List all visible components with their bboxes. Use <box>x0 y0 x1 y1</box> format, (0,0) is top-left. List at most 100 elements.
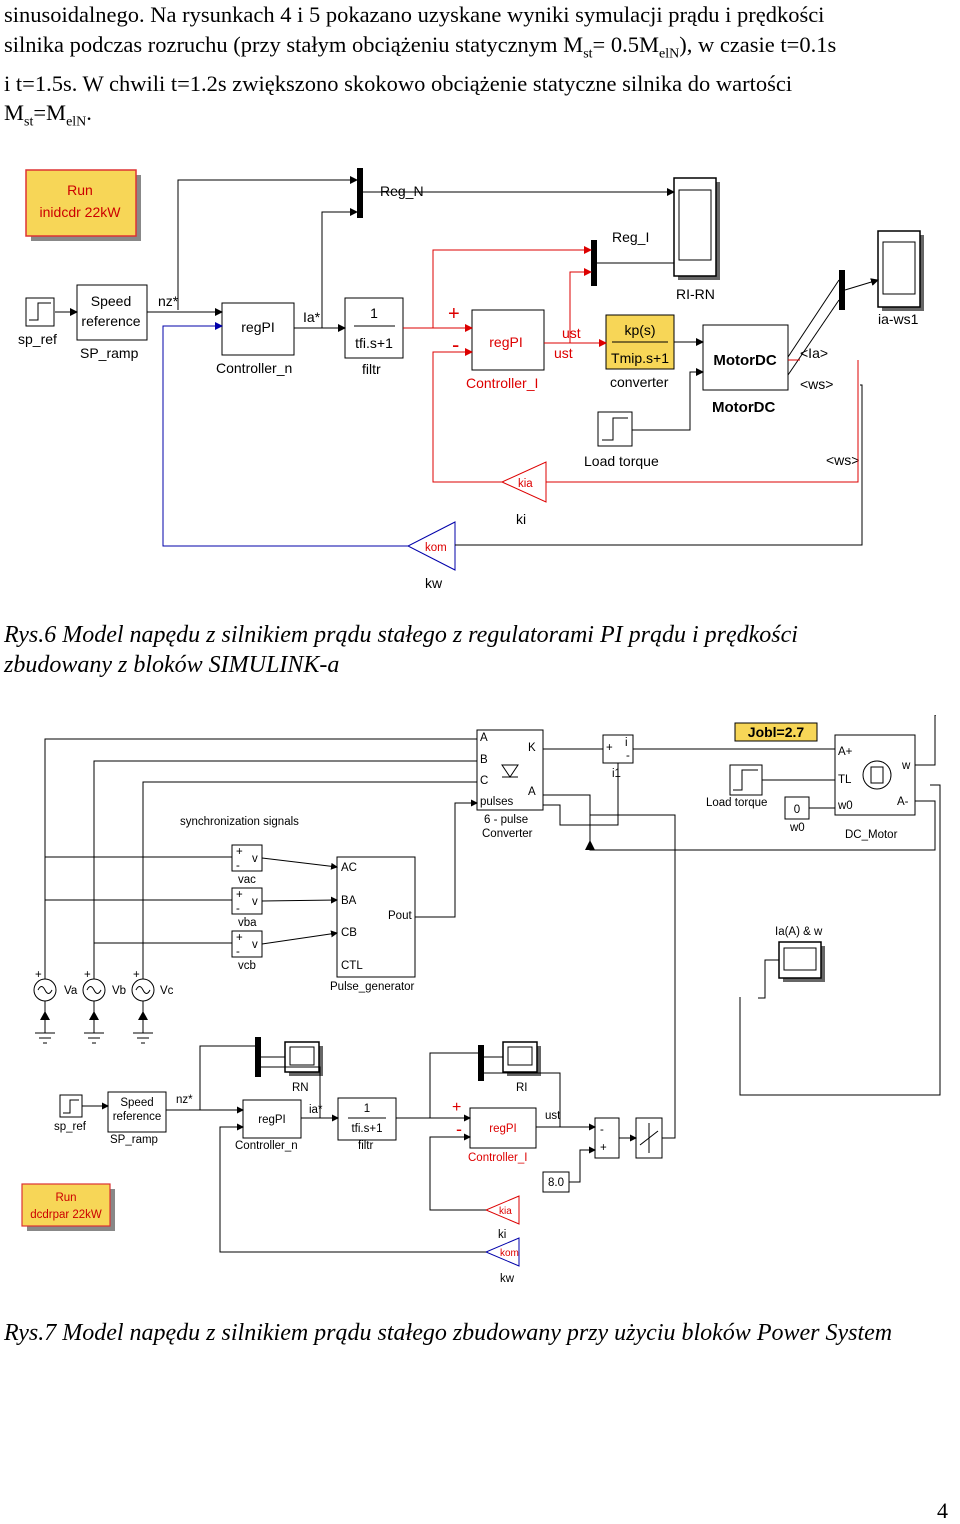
speed-reference-block[interactable]: Speed reference <box>76 284 148 341</box>
svg-text:ki: ki <box>498 1229 506 1241</box>
svg-text:CTL: CTL <box>341 960 363 972</box>
controller-i-block[interactable]: regPI <box>469 1107 537 1149</box>
svg-text:AC: AC <box>341 862 357 874</box>
mux-rn[interactable] <box>255 1037 261 1077</box>
svg-text:+: + <box>448 303 460 325</box>
controller-i-block[interactable]: regPI <box>471 309 545 371</box>
voltage-meter-vac[interactable]: + - v <box>231 844 263 872</box>
scope-reg[interactable] <box>673 177 720 280</box>
svg-text:ust: ust <box>562 325 581 341</box>
motordc-block[interactable]: MotorDC <box>702 324 789 391</box>
svg-text:-: - <box>236 860 240 872</box>
ki-gain-block[interactable]: kia <box>500 461 547 503</box>
svg-text:8.0: 8.0 <box>548 1177 564 1189</box>
svg-text:Jobl=2.7: Jobl=2.7 <box>748 724 805 740</box>
svg-text:A: A <box>480 732 488 744</box>
svg-text:TL: TL <box>838 774 852 786</box>
svg-text:A+: A+ <box>838 746 853 758</box>
svg-text:SP_ramp: SP_ramp <box>110 1134 158 1146</box>
svg-text:regPI: regPI <box>489 1123 517 1135</box>
voltage-source-va[interactable] <box>33 978 57 1002</box>
filter-block[interactable]: 1 tfi.s+1 <box>344 297 404 359</box>
sp-ref-step-block[interactable] <box>25 297 55 327</box>
svg-text:Controller_I: Controller_I <box>468 1152 527 1164</box>
mux-ri-rn[interactable] <box>839 270 845 310</box>
svg-text:filtr: filtr <box>362 361 381 377</box>
svg-text:w: w <box>901 760 911 772</box>
svg-text:-: - <box>236 903 240 915</box>
w0-constant[interactable]: 0 <box>784 796 810 820</box>
svg-text:A-: A- <box>897 796 909 808</box>
svg-text:kia: kia <box>499 1206 512 1217</box>
filter-block[interactable]: 1 tfi.s+1 <box>337 1097 397 1141</box>
svg-text:SP_ramp: SP_ramp <box>80 345 139 361</box>
svg-text:6 - pulse: 6 - pulse <box>484 814 528 826</box>
svg-text:v: v <box>252 853 258 865</box>
figure-7-caption: Rys.7 Model napędu z silnikiem prądu sta… <box>4 1320 893 1346</box>
sum-block[interactable]: - + <box>594 1117 620 1159</box>
svg-text:Controller_n: Controller_n <box>216 360 292 376</box>
svg-text:-: - <box>600 1124 604 1136</box>
voltage-meter-vcb[interactable]: + - v <box>231 930 263 958</box>
controller-n-block[interactable]: regPI <box>221 302 295 356</box>
svg-text:Controller_n: Controller_n <box>235 1140 298 1152</box>
scope-ia-w[interactable] <box>778 941 825 982</box>
svg-text:ia-ws1: ia-ws1 <box>878 311 919 327</box>
svg-text:K: K <box>528 742 536 754</box>
load-torque-step[interactable] <box>729 764 763 796</box>
kw-gain-block[interactable]: kom <box>406 521 456 571</box>
svg-text:converter: converter <box>610 374 669 390</box>
svg-text:Run: Run <box>55 1192 76 1204</box>
svg-text:1: 1 <box>370 305 378 321</box>
sp-ref-step[interactable] <box>59 1094 83 1118</box>
svg-text:regPI: regPI <box>489 334 522 350</box>
svg-text:RI: RI <box>516 1082 528 1094</box>
page-number: 4 <box>937 1498 948 1523</box>
body-paragraph: sinusoidalnego. Na rysunkach 4 i 5 pokaz… <box>4 0 954 137</box>
kw-gain-block[interactable]: kom <box>484 1237 520 1267</box>
svg-text:BA: BA <box>341 895 357 907</box>
svg-text:Vb: Vb <box>112 985 126 997</box>
ki-gain-block[interactable]: kia <box>484 1195 520 1225</box>
scope-ri[interactable] <box>502 1041 541 1076</box>
current-meter-i1[interactable]: + - i <box>602 734 634 764</box>
svg-text:-: - <box>236 946 240 958</box>
svg-text:C: C <box>480 775 488 787</box>
speed-reference-block[interactable]: Speed reference <box>107 1091 167 1133</box>
run-block[interactable]: Run dcdrpar 22kW <box>21 1183 115 1231</box>
load-torque-step-block[interactable] <box>597 411 633 447</box>
svg-text:-: - <box>456 1119 462 1139</box>
scope-ia-ws1[interactable] <box>877 230 924 311</box>
svg-text:kw: kw <box>500 1273 515 1285</box>
scope-rn[interactable] <box>284 1041 323 1076</box>
controller-n-block[interactable]: regPI <box>242 1099 302 1139</box>
svg-text:regPI: regPI <box>258 1114 286 1126</box>
svg-text:ust: ust <box>554 345 573 361</box>
six-pulse-converter-block[interactable]: A B C K A pulses <box>476 729 544 811</box>
voltage-meter-vba[interactable]: + - v <box>231 887 263 915</box>
svg-text:RI-RN: RI-RN <box>676 286 715 302</box>
voltage-source-vc[interactable] <box>131 978 155 1002</box>
paragraph-line: silnika podczas rozruchu (przy stałym ob… <box>4 31 837 62</box>
jobl-label: Jobl=2.7 <box>734 722 818 742</box>
svg-text:MotorDC: MotorDC <box>713 352 776 369</box>
mux-ri[interactable] <box>478 1045 484 1081</box>
constant-8-block[interactable]: 8.0 <box>542 1171 570 1193</box>
mux-reg-n[interactable] <box>357 168 363 218</box>
svg-text:+: + <box>35 969 42 981</box>
pulse-generator-block[interactable]: AC BA CB CTL Pout <box>336 856 416 978</box>
converter-block[interactable]: kp(s) Tmip.s+1 <box>605 314 675 370</box>
dc-motor-block[interactable]: A+ TL w0 w A- <box>834 734 916 816</box>
figure-7-power-system-model: A B C K A pulses 6 - pulse Converter + -… <box>21 715 941 1285</box>
svg-text:i: i <box>625 737 628 749</box>
svg-text:-: - <box>626 750 630 762</box>
saturation-block[interactable] <box>635 1117 663 1159</box>
mux-reg-i[interactable] <box>591 240 597 286</box>
voltage-source-vb[interactable] <box>82 978 106 1002</box>
svg-text:v: v <box>252 939 258 951</box>
svg-text:+: + <box>600 1142 607 1154</box>
svg-text:sp_ref: sp_ref <box>54 1121 87 1133</box>
svg-text:Load torque: Load torque <box>706 797 767 809</box>
svg-text:kw: kw <box>425 575 443 591</box>
run-block[interactable]: Run inidcdr 22kW <box>25 169 141 241</box>
